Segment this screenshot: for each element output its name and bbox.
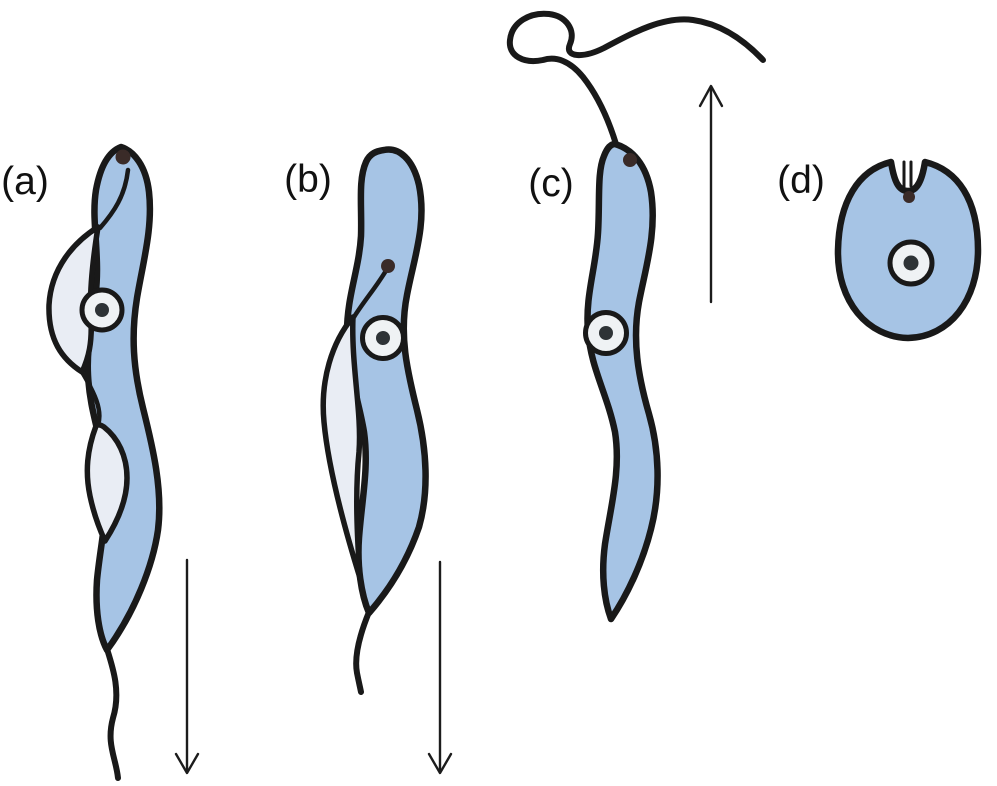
arrow-down-icon-a: [174, 558, 200, 775]
nucleolus-b: [376, 331, 390, 345]
kinetoplast-d: [903, 191, 915, 203]
undulating-membrane-lower-a: [84, 422, 130, 544]
panel-label-b: (b): [284, 158, 332, 201]
cell-body-a: [84, 143, 163, 654]
cell-body-b: [343, 146, 429, 617]
panel-label-c: (c): [528, 162, 573, 205]
arrow-up-icon-c: [698, 84, 724, 304]
panel-label-a: (a): [1, 160, 49, 203]
kinetoplast-a: [115, 149, 131, 165]
nucleolus-a: [95, 303, 109, 317]
panel-b: (b): [284, 146, 453, 775]
panel-d: (d): [777, 158, 982, 342]
free-flagellum-b: [353, 609, 372, 695]
nucleolus-d: [903, 255, 919, 271]
flagellum-root-segment-b: [351, 266, 390, 320]
panel-a: (a): [1, 143, 200, 781]
cell-body-c: [584, 140, 661, 623]
panel-c: (c): [506, 10, 766, 623]
arrow-down-icon-b: [427, 560, 453, 775]
flagellum-mid-segment-a: [79, 369, 102, 428]
free-flagellum-c: [506, 10, 766, 147]
undulating-membrane-b: [320, 314, 363, 581]
panel-label-d: (d): [777, 159, 825, 202]
free-flagellum-a: [104, 646, 121, 781]
nucleolus-c: [599, 326, 613, 340]
kinetoplast-b: [381, 259, 395, 273]
kinetoplast-c: [623, 153, 637, 167]
flagellum-tip-segment-a: [97, 167, 131, 231]
